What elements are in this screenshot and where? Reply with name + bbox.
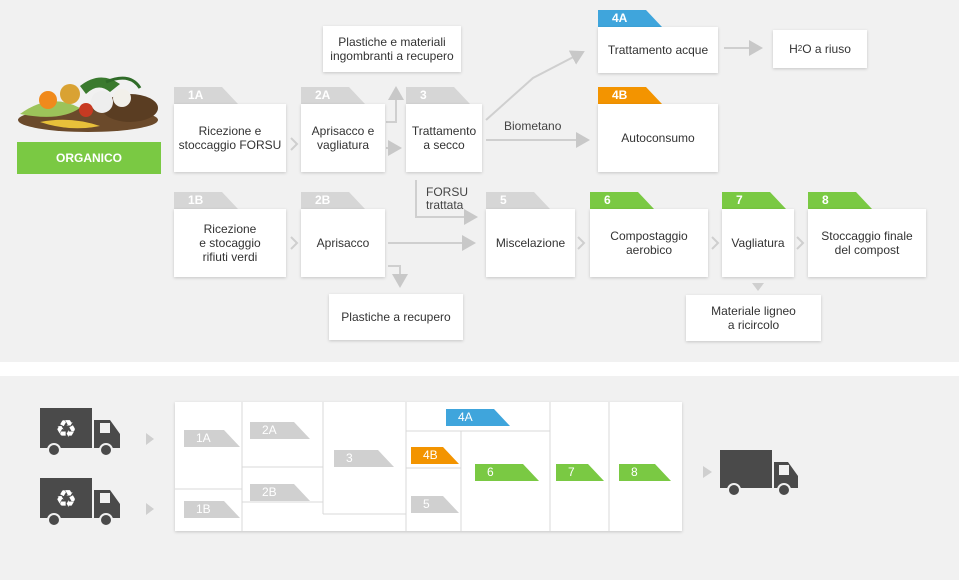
step-8-box[interactable]: Stoccaggio finale del compost [808,209,926,277]
tag-2a: 2A [301,87,365,104]
output-truck-icon [720,450,798,497]
step-3-box[interactable]: Trattamento a secco [406,104,482,172]
organic-waste-image [18,76,158,132]
tag-7: 7 [722,192,786,209]
summary-tag-1a: 1A [184,430,240,447]
tag-1b: 1B [174,192,238,209]
step-1b-box[interactable]: Ricezione e stocaggio rifiuti verdi [174,209,286,277]
tag-1a: 1A [174,87,238,104]
summary-grid-lines [175,402,610,531]
recycle-truck-icon: ♻ [40,408,120,457]
summary-tag-8: 8 [619,464,671,481]
step-2b-box[interactable]: Aprisacco [301,209,385,277]
summary-table: 1A 1B 2A 2B 3 4A 4B 5 6 7 8 [175,402,682,531]
summary-tag-4b: 4B [411,447,459,464]
step-4a-box[interactable]: Trattamento acque [598,27,718,73]
step-1a-box[interactable]: Ricezione e stoccaggio FORSU [174,104,286,172]
summary-tag-3: 3 [334,450,394,467]
biometano-label: Biometano [504,119,562,133]
tag-4a: 4A [598,10,662,27]
output-plastiche-ingombranti[interactable]: Plastiche e materiali ingombranti a recu… [323,26,461,72]
tag-5: 5 [486,192,550,209]
step-6-box[interactable]: Compostaggio aerobico [590,209,708,277]
tag-3: 3 [406,87,470,104]
summary-tag-2a: 2A [250,422,310,439]
h2o-sub: 2 [797,44,803,53]
tag-4b: 4B [598,87,662,104]
step-7-box[interactable]: Vagliatura [722,209,794,277]
step-5-box[interactable]: Miscelazione [486,209,575,277]
summary-tag-1b: 1B [184,501,240,518]
output-plastiche-recupero[interactable]: Plastiche a recupero [329,294,463,340]
organico-label: ORGANICO [17,142,161,174]
summary-tag-2b: 2B [250,484,310,501]
tag-8: 8 [808,192,872,209]
summary-tag-5: 5 [411,496,459,513]
summary-tag-7: 7 [556,464,604,481]
tag-6: 6 [590,192,654,209]
summary-tag-6: 6 [475,464,539,481]
section-separator [0,362,959,376]
tag-2b: 2B [301,192,365,209]
forsu-trattata-label: FORSU trattata [426,185,468,212]
summary-tag-4a: 4A [446,409,510,426]
h2o-suffix: O a riuso [802,42,851,56]
step-2a-box[interactable]: Aprisacco e vagliatura [301,104,385,172]
svg-text:♻: ♻ [55,415,77,443]
h2o-prefix: H [789,42,798,56]
step-4b-box[interactable]: Autoconsumo [598,104,718,172]
svg-text:♻: ♻ [55,485,77,513]
output-materiale-ligneo[interactable]: Materiale ligneo a ricircolo [686,295,821,341]
recycle-truck-icon: ♻ [40,478,120,527]
